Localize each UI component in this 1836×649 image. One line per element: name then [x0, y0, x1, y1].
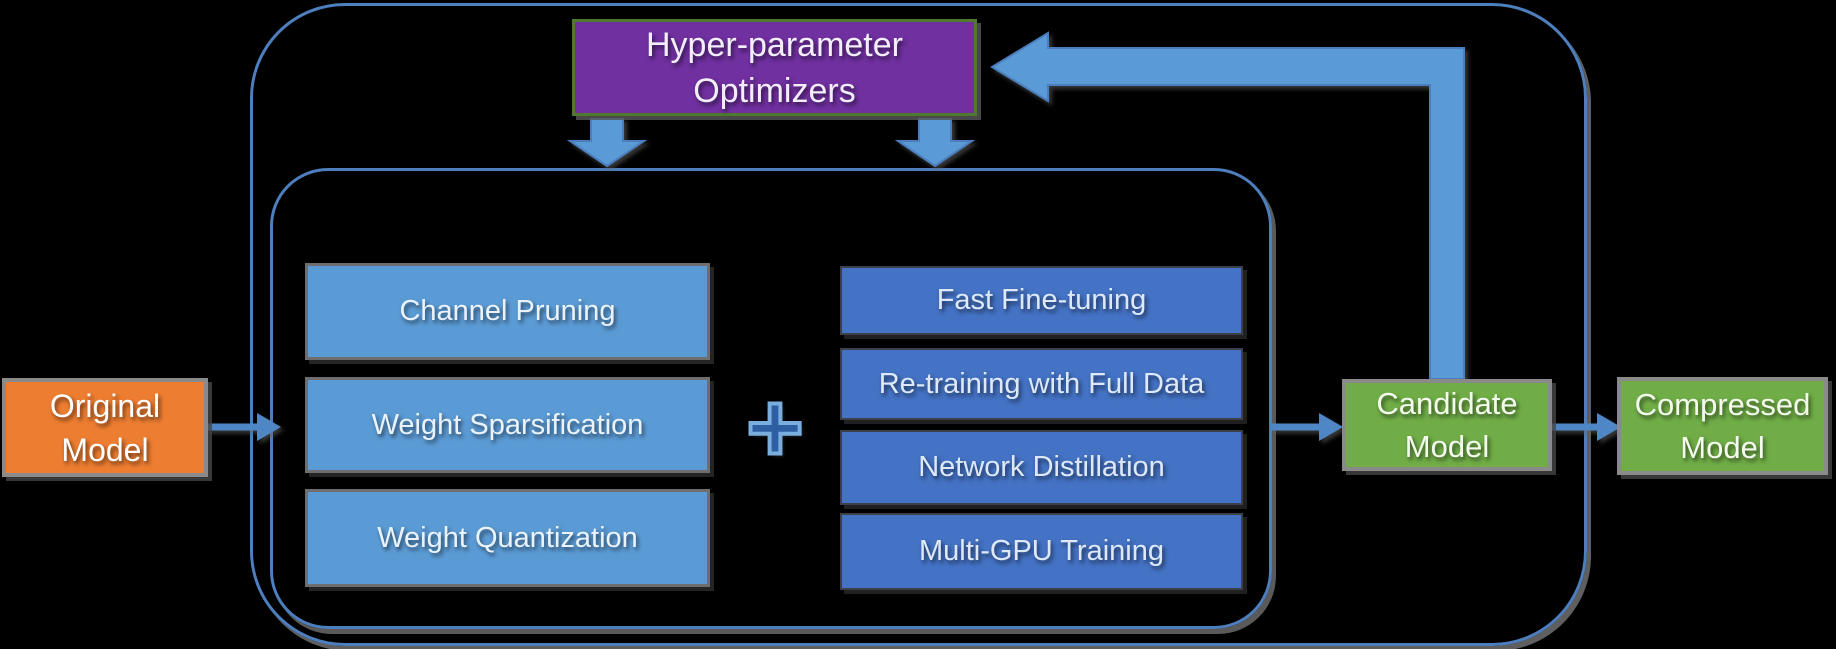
methods-panel-container	[270, 168, 1272, 629]
candidate-model-box: Candidate Model	[1342, 379, 1552, 471]
down-arrow-left-icon	[566, 118, 648, 168]
original-to-methods-arrow-icon	[207, 413, 281, 441]
training-method-box-network-distillation: Network Distillation	[840, 430, 1243, 505]
plus-operator-icon: +	[744, 370, 805, 484]
compressed-model-box: Compressed Model	[1617, 377, 1828, 475]
compression-method-box-weight-sparsification: Weight Sparsification	[305, 377, 710, 473]
methods-to-candidate-arrow-icon	[1271, 413, 1343, 441]
down-arrow-right-icon	[894, 118, 976, 168]
compression-method-box-channel-pruning: Channel Pruning	[305, 263, 710, 360]
training-method-box-multi-gpu-training: Multi-GPU Training	[840, 513, 1243, 590]
hyper-parameter-optimizers-box: Hyper-parameter Optimizers	[572, 19, 977, 116]
original-model-box: Original Model	[2, 378, 208, 477]
compression-method-box-weight-quantization: Weight Quantization	[305, 489, 710, 587]
candidate-to-compressed-arrow-icon	[1552, 413, 1621, 441]
outer-feedback-loop-container	[250, 3, 1587, 646]
training-method-box-retraining-full-data: Re-training with Full Data	[840, 348, 1243, 420]
training-method-box-fast-fine-tuning: Fast Fine-tuning	[840, 266, 1243, 335]
